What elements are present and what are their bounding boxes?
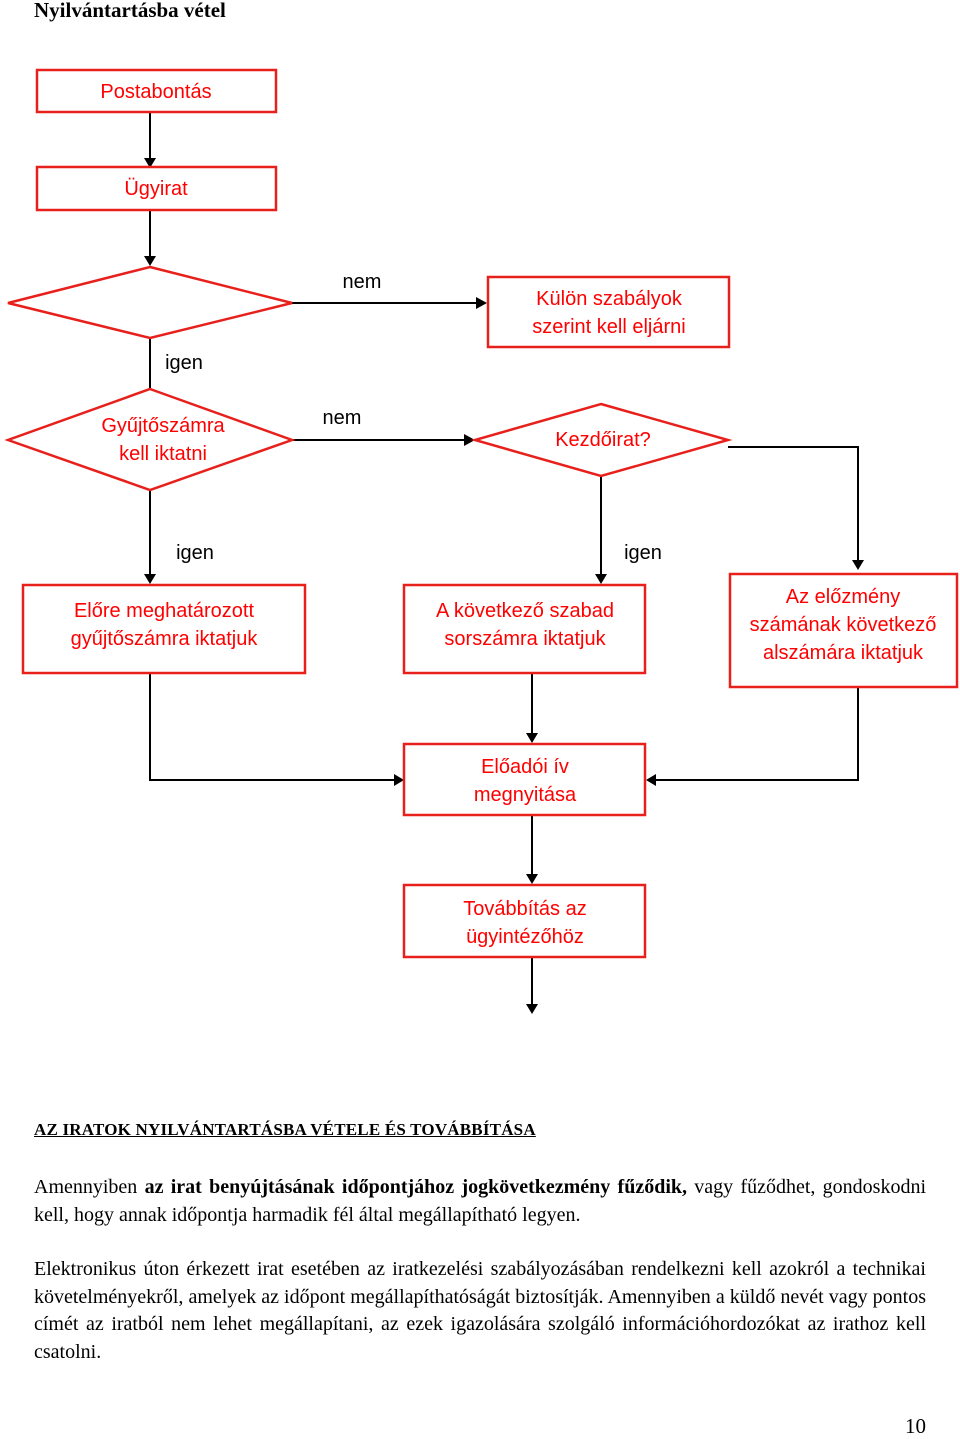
node-elozmeny-line-3: alszámára iktatjuk xyxy=(763,642,924,664)
node-eloadoi-iv-line-2: megnyitása xyxy=(474,784,577,806)
node-diamond-top xyxy=(7,265,293,340)
edge-label-igen-2: igen xyxy=(176,542,214,564)
arrowhead-tovabbitas xyxy=(526,874,538,884)
node-elozmeny: Az előzmény számának következő alszámára… xyxy=(728,572,959,689)
arrowhead-ugyirat xyxy=(144,158,156,168)
node-elore-meghatarozott-line-2: gyűjtőszámra iktatjuk xyxy=(71,628,259,650)
node-ugyirat-label: Ügyirat xyxy=(124,178,188,200)
arrowhead-eloadoi-top xyxy=(526,733,538,743)
arrowhead-diamond-top xyxy=(144,256,156,266)
edge-label-nem-1: nem xyxy=(343,271,382,293)
edge-elozmeny-eloadoi xyxy=(654,688,859,781)
node-tovabbitas: Továbbítás az ügyintézőhöz xyxy=(402,883,647,959)
node-gyujtoszamra: Gyűjtőszámra kell iktatni xyxy=(4,387,296,492)
node-kezdoirat: Kezdőirat? xyxy=(470,402,733,478)
paragraph-2: Elektronikus úton érkezett irat esetében… xyxy=(34,1258,926,1363)
edge-label-igen-1: igen xyxy=(165,352,203,374)
page-number: 10 xyxy=(905,1414,926,1438)
edge-label-nem-2: nem xyxy=(323,407,362,429)
node-tovabbitas-line-2: ügyintézőhöz xyxy=(466,926,584,948)
arrowhead-kezdoirat xyxy=(464,434,475,446)
node-eloadoi-iv: Előadói ív megnyitása xyxy=(402,742,647,817)
node-kulon-szabalyok: Külön szabályok szerint kell eljárni xyxy=(486,275,731,349)
node-eloadoi-iv-line-1: Előadói ív xyxy=(481,756,569,778)
node-kulon-szabalyok-line-1: Külön szabályok xyxy=(536,288,683,310)
paragraph-1: Amennyiben az irat benyújtásának időpont… xyxy=(34,1174,926,1229)
node-elore-meghatarozott: Előre meghatározott gyűjtőszámra iktatju… xyxy=(21,583,307,675)
paragraph-1-bold: az irat benyújtásának időpontjához jogkö… xyxy=(144,1176,688,1198)
edge-elore-eloadoi xyxy=(149,674,396,781)
arrowhead-elore xyxy=(144,574,156,584)
arrowhead-out xyxy=(526,1004,538,1014)
node-gyujtoszamra-line-1: Gyűjtőszámra xyxy=(101,415,225,437)
node-elore-meghatarozott-line-1: Előre meghatározott xyxy=(74,600,255,622)
node-postabontas-label: Postabontás xyxy=(100,81,211,103)
arrowhead-eloadoi-left xyxy=(394,774,404,786)
node-kulon-szabalyok-line-2: szerint kell eljárni xyxy=(532,316,685,338)
node-gyujtoszamra-line-2: kell iktatni xyxy=(119,443,207,465)
edge-label-igen-3: igen xyxy=(624,542,662,564)
flowchart: Postabontás Ügyirat Külön szabályok szer… xyxy=(4,68,959,1014)
arrowhead-kulon xyxy=(476,297,487,309)
node-kovetkezo-szabad: A következő szabad sorszámra iktatjuk xyxy=(402,583,647,675)
section-heading: AZ IRATOK NYILVÁNTARTÁSBA VÉTELE ÉS TOVÁ… xyxy=(34,1120,536,1139)
arrowhead-kovetkezo xyxy=(595,574,607,584)
paragraph-1-intro: Amennyiben xyxy=(34,1176,145,1198)
page-title: Nyilvántartásba vétel xyxy=(34,0,226,22)
node-postabontas: Postabontás xyxy=(35,68,278,114)
paragraph-1-rest: vagy fűződhet, gondoskodni kell, hogy an… xyxy=(34,1176,927,1226)
node-kovetkezo-szabad-line-1: A következő szabad xyxy=(436,600,614,622)
section: AZ IRATOK NYILVÁNTARTÁSBA VÉTELE ÉS TOVÁ… xyxy=(34,1120,926,1366)
edge-kezdoirat-elozmeny xyxy=(728,446,859,562)
arrowhead-eloadoi-right xyxy=(646,774,656,786)
node-elozmeny-line-1: Az előzmény xyxy=(786,586,901,608)
node-kovetkezo-szabad-line-2: sorszámra iktatjuk xyxy=(444,628,606,650)
node-tovabbitas-line-1: Továbbítás az xyxy=(463,898,586,920)
node-elozmeny-line-2: számának következő xyxy=(750,614,937,636)
node-kezdoirat-label: Kezdőirat? xyxy=(555,429,651,451)
arrowhead-elozmeny xyxy=(852,560,864,570)
flow-connectors xyxy=(144,112,864,1014)
node-ugyirat: Ügyirat xyxy=(35,165,278,212)
